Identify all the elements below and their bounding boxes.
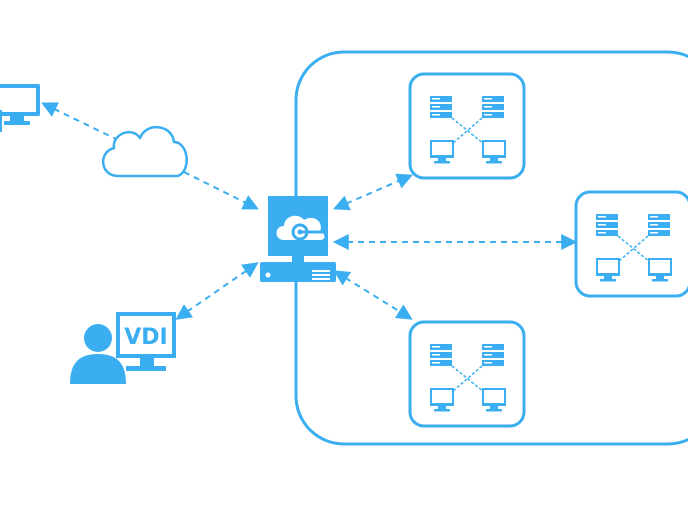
connectors [41,102,578,320]
server-cluster-top [408,72,526,180]
connector-pc-cloud [41,102,119,141]
connector-gateway-cluster-bottom [333,270,413,320]
server-cluster-bottom [408,320,526,428]
connector-gateway-cluster-top [333,173,413,211]
server-cluster-right [574,190,688,298]
connector-vdi-gateway [175,262,259,320]
desktop-monitor-icon [0,84,40,132]
cloud-gateway-server-icon [260,196,336,282]
vdi-label: VDI [124,325,167,350]
user-with-monitor-icon: VDI [70,312,176,384]
cloud-outline-icon [102,126,188,178]
connector-cloud-gateway [183,171,259,210]
